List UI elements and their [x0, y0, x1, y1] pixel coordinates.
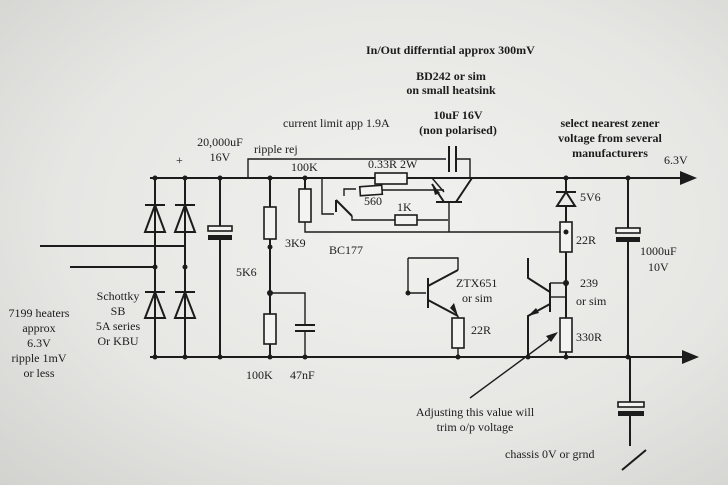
out-cap-voltage: 10V [648, 260, 669, 274]
t239-transistor [527, 258, 566, 357]
r-100k-bottom-label: 100K [246, 368, 273, 382]
r-560-label: 560 [364, 194, 382, 208]
bias-resistor-100k [298, 178, 560, 233]
reference-chain [550, 178, 577, 357]
t239-label: 239 [580, 276, 598, 290]
resistor-1k [394, 214, 448, 226]
reservoir-cap-voltage: 16V [209, 150, 231, 164]
ztx651-transistor [407, 257, 465, 357]
zener-note-3: manufacturers [572, 146, 648, 160]
differential-note: In/Out differntial approx 300mV [366, 43, 535, 57]
nonpol-cap-note: (non polarised) [419, 123, 497, 137]
cap-47nf-label: 47nF [290, 368, 315, 382]
t239-sim-label: or sim [576, 294, 607, 308]
heatsink-note: on small heatsink [406, 83, 496, 97]
zener-5v6-label: 5V6 [580, 190, 601, 204]
bc177-transistor [321, 178, 395, 221]
reservoir-capacitor [207, 178, 233, 357]
out-cap-value: 1000uF [640, 244, 677, 258]
r-3k9-label: 3K9 [285, 236, 306, 250]
r-330r-label: 330R [576, 330, 603, 344]
adjust-note-1: Adjusting this value will [415, 405, 535, 419]
pass-transistor-label: BD242 or sim [416, 69, 486, 83]
heaters-note-4: ripple 1mV [11, 351, 67, 365]
reservoir-plus: + [176, 153, 183, 167]
output-voltage-label: 6.3V [664, 153, 688, 167]
bc177-label: BC177 [329, 243, 364, 257]
r-22r-zener-label: 22R [576, 233, 597, 247]
adjust-arrow [469, 335, 555, 399]
zener-note-2: voltage from several [558, 131, 662, 145]
schottky-note-2: SB [110, 304, 126, 318]
schottky-note-4: Or KBU [97, 334, 139, 348]
r-5k6-label: 5K6 [236, 265, 257, 279]
r-100k-top-label: 100K [291, 160, 318, 174]
adjust-note-2: trim o/p voltage [436, 420, 514, 434]
nonpolarised-capacitor [448, 146, 471, 178]
ripple-rej-wire [247, 158, 446, 178]
ztx651-label: ZTX651 [456, 276, 498, 290]
ripple-rej-label: ripple rej [254, 142, 298, 156]
heaters-note-2: approx [22, 321, 56, 335]
current-limit-note: current limit app 1.9A [283, 116, 390, 130]
reservoir-cap-value: 20,000uF [197, 135, 243, 149]
heaters-note-3: 6.3V [27, 336, 51, 350]
r-033-label: 0.33R 2W [368, 157, 418, 171]
nonpol-cap-value: 10uF 16V [433, 108, 483, 122]
sense-resistor-033r [374, 172, 445, 193]
schottky-note-1: Schottky [96, 289, 140, 303]
zener-note-1: select nearest zener [560, 116, 660, 130]
cap-47nf [270, 292, 315, 357]
output-capacitor [615, 178, 641, 357]
divider-network [263, 178, 277, 357]
output-arrow [680, 171, 697, 185]
r-1k-label: 1K [397, 200, 412, 214]
heaters-note-1: 7199 heaters [8, 306, 70, 320]
schottky-note-3: 5A series [95, 319, 141, 333]
chassis-capacitor [617, 357, 647, 471]
ztx651-sim-label: or sim [462, 291, 493, 305]
r-22r-emitter-label: 22R [471, 323, 492, 337]
chassis-note: chassis 0V or grnd [505, 447, 595, 461]
bd242-transistor [431, 177, 473, 232]
heaters-note-5: or less [23, 366, 55, 380]
junction-dots [152, 175, 631, 360]
ground-arrow [682, 350, 699, 364]
